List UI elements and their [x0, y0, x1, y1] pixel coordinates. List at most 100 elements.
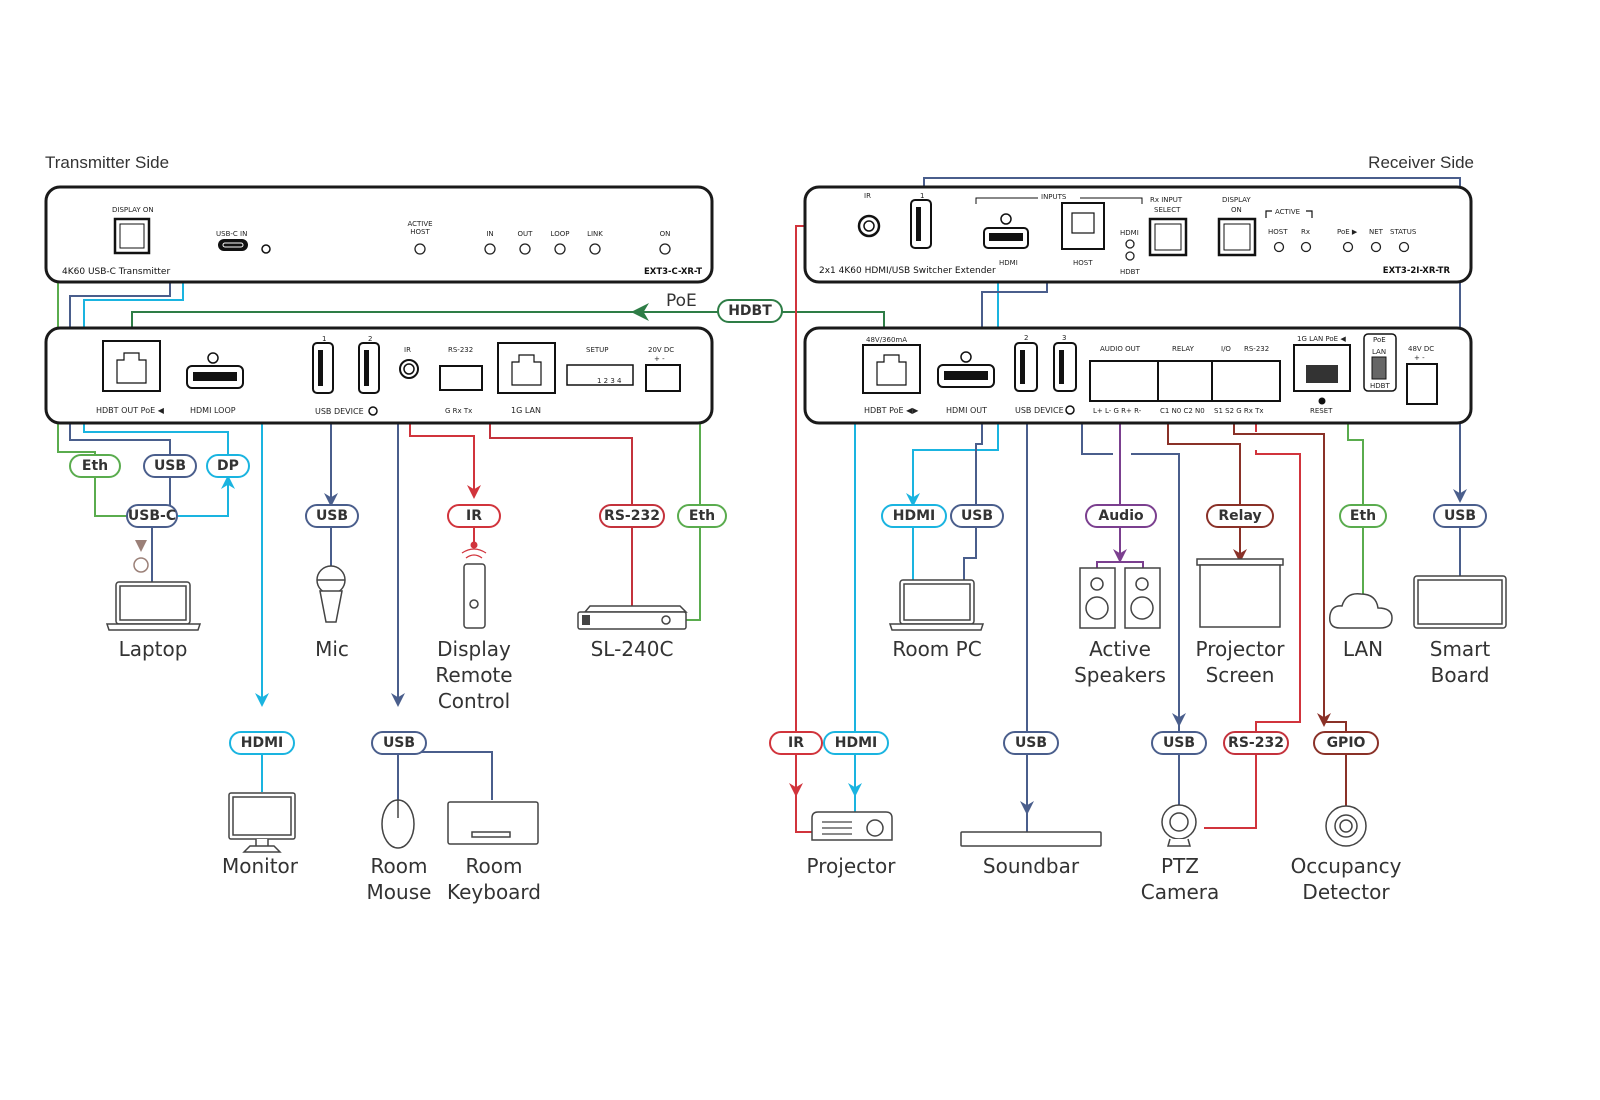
- tx-led-active-label2: HOST: [410, 228, 430, 236]
- rx-usb1-number: 1: [920, 192, 924, 200]
- tx-front-chassis: [44, 185, 714, 284]
- rx-led-net: [1370, 241, 1382, 253]
- pill-ptz-usb-label: USB: [1163, 735, 1195, 751]
- device-smart-board-line1: Smart: [1430, 637, 1491, 661]
- connection-labels: Eth USB DP USB-C USB IR RS-232 Eth HDMI …: [69, 454, 1487, 755]
- pill-ptz-rs232: [1223, 731, 1289, 755]
- pill-audio-label: Audio: [1098, 508, 1144, 524]
- rx-audio-out-terminal[interactable]: [1089, 360, 1159, 402]
- tx-led-loop: [554, 243, 566, 255]
- rx-relay-terminal[interactable]: [1157, 360, 1213, 402]
- device-occupancy-line2: Detector: [1302, 880, 1390, 904]
- tx-ir-label: IR: [404, 346, 411, 354]
- rx-led-poe-label: PoE ▶: [1337, 228, 1358, 236]
- mouse-icon: [381, 799, 415, 849]
- tx-usb1-number: 1: [322, 335, 326, 343]
- pill-mic-usb: [305, 504, 359, 528]
- rx-reset-label: RESET: [1310, 407, 1333, 415]
- pill-mouse-kbd-usb-label: USB: [383, 735, 415, 751]
- pill-tx-ir-label: IR: [466, 508, 482, 524]
- pill-soundbar-usb: [1003, 731, 1059, 755]
- device-remote-line2: Remote: [435, 663, 512, 687]
- usb-a-tongue-icon: [318, 350, 323, 386]
- rx-host-usb-port[interactable]: [1061, 202, 1105, 250]
- ir-jack-icon: [863, 220, 875, 232]
- rx-reset-button[interactable]: [1318, 397, 1326, 405]
- rx-display-on-label2: ON: [1231, 206, 1242, 214]
- hdbt-pill: [717, 299, 783, 323]
- rx-led-poe: [1342, 241, 1354, 253]
- rx-poe-switch[interactable]: [1371, 356, 1387, 380]
- rj45-icon: [876, 354, 907, 386]
- transmitter-side-title: Transmitter Side: [45, 153, 169, 172]
- rx-switch-poe-label: PoE: [1373, 336, 1386, 344]
- device-remote-line1: Display: [437, 637, 511, 661]
- wire-speakers-split: [1096, 561, 1144, 568]
- device-keyboard-line2: Keyboard: [447, 880, 541, 904]
- tx-power-port[interactable]: [645, 364, 681, 392]
- tx-usb2-number: 2: [368, 335, 372, 343]
- pill-relay-label: Relay: [1218, 508, 1261, 524]
- tx-rs232-port[interactable]: [439, 365, 483, 391]
- wire-rx-ir-proj2: [795, 790, 812, 833]
- lan-cloud-icon: [1328, 593, 1393, 629]
- device-ptz-line1: PTZ: [1161, 854, 1199, 878]
- tx-rs232-label: RS-232: [448, 346, 473, 354]
- rx-hdbt-poe-label: HDBT PoE ◀▶: [864, 406, 919, 415]
- pill-roompc-usb-label: USB: [961, 508, 993, 524]
- tx-usbc-in-label: USB-C IN: [216, 230, 247, 238]
- device-speakers-line2: Speakers: [1074, 663, 1166, 687]
- rx-led-net-label: NET: [1369, 228, 1384, 236]
- pill-ptz-rs232-label: RS-232: [1228, 735, 1284, 751]
- tx-setup-dip-switch[interactable]: [566, 364, 634, 386]
- tx-model: EXT3-C-XR-T: [644, 267, 702, 277]
- wire-occupancy-gpio: [1323, 712, 1347, 806]
- room-pc-icon: [888, 579, 985, 631]
- device-sl240c: SL-240C: [591, 637, 674, 661]
- hdmi-connector-icon: [944, 371, 988, 380]
- rx-hdbt-led-label: HDBT: [1120, 268, 1140, 276]
- pill-mic-usb-label: USB: [316, 508, 348, 524]
- pill-soundbar-usb-label: USB: [1015, 735, 1047, 751]
- usb-a-tongue-icon: [1059, 350, 1064, 384]
- wire-roompc-usb: [963, 526, 977, 582]
- pill-projector-hdmi-label: HDMI: [835, 735, 877, 751]
- tx-led-link: [589, 243, 601, 255]
- speakers-icon: [1079, 567, 1161, 629]
- rj45-icon: [116, 352, 147, 384]
- tx-led-link-label: LINK: [587, 230, 603, 238]
- tx-led-on-label: ON: [660, 230, 671, 238]
- wire-rx-hdmi-out: [854, 375, 940, 732]
- tx-usbc-port[interactable]: [218, 239, 248, 251]
- tx-led-active-host: [414, 243, 426, 255]
- hdmi-lock-icon: [1000, 213, 1012, 225]
- device-laptop: Laptop: [119, 637, 188, 661]
- rx-rs232-label: RS-232: [1244, 345, 1269, 353]
- device-mouse-line2: Mouse: [367, 880, 432, 904]
- poe-label: PoE: [666, 291, 697, 311]
- rx-led-host: [1273, 241, 1285, 253]
- pill-roompc-hdmi-label: HDMI: [893, 508, 935, 524]
- tx-led-loop-label: LOOP: [551, 230, 570, 238]
- projector-icon: [811, 811, 893, 841]
- rx-hdbt-port[interactable]: [862, 344, 921, 394]
- device-projector: Projector: [807, 854, 897, 878]
- device-ptz-line2: Camera: [1141, 880, 1220, 904]
- pill-tx-rs232-label: RS-232: [604, 508, 660, 524]
- rx-device-name: 2x1 4K60 HDMI/USB Switcher Extender: [819, 266, 996, 276]
- rx-relay-label: RELAY: [1172, 345, 1195, 353]
- rx-usb3-port[interactable]: [1053, 342, 1077, 392]
- tx-setup-label: SETUP: [586, 346, 609, 354]
- pill-tx-usbc: [126, 504, 178, 528]
- tx-lan-label: 1G LAN: [511, 406, 541, 415]
- ir-jack-icon: [403, 363, 415, 375]
- wire-sl240c-eth: [686, 526, 701, 621]
- rx-hdmi-input-label: HDMI: [999, 259, 1018, 267]
- rx-usb2-port[interactable]: [1014, 342, 1038, 392]
- rx-power-port[interactable]: [1406, 363, 1438, 405]
- wire-rx-ir: [795, 225, 860, 732]
- device-screen-line1: Projector: [1196, 637, 1286, 661]
- rx-io-rs232-terminal[interactable]: [1211, 360, 1281, 402]
- device-occupancy-line1: Occupancy: [1291, 854, 1402, 878]
